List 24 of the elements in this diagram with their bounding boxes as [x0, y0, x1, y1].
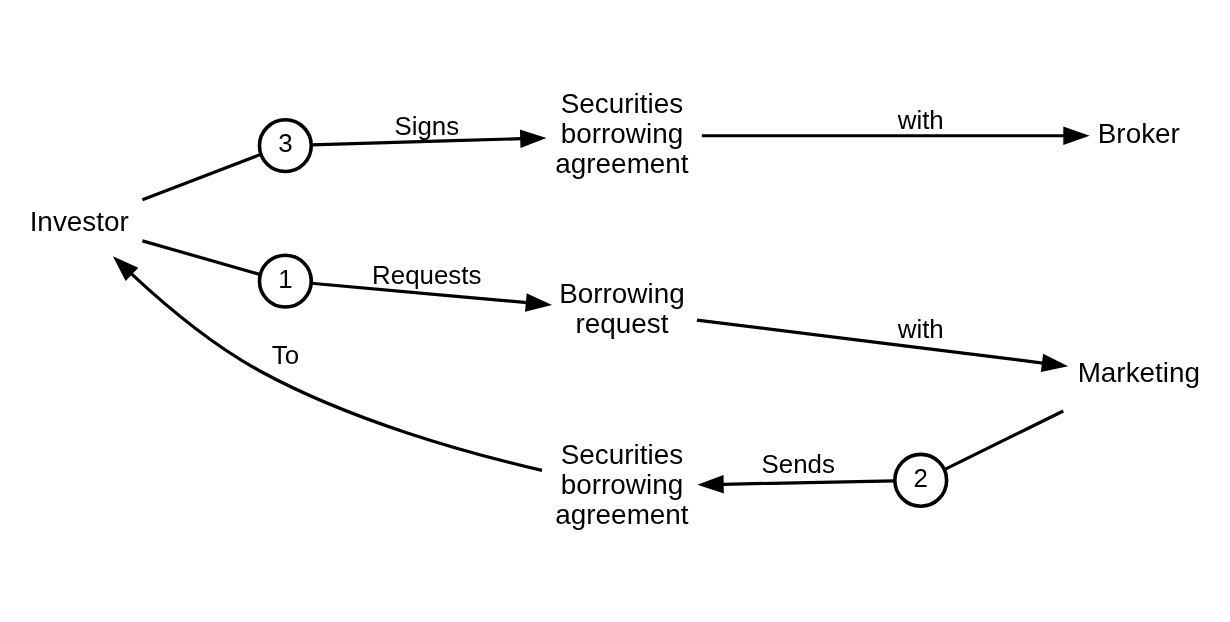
arrow [696, 318, 1069, 373]
node-circle: 3 [257, 118, 314, 174]
node-text: Marketing [1077, 357, 1201, 389]
arrow [112, 256, 543, 472]
node-circle: 2 [893, 452, 949, 508]
edge-label: with [897, 314, 944, 343]
node-text: Investor [29, 205, 129, 237]
connector [141, 152, 262, 202]
arrow [311, 129, 547, 148]
node-text: Securities borrowing agreement [555, 88, 689, 179]
edge-label: Signs [394, 111, 460, 140]
node-text: Borrowing request [559, 278, 685, 340]
arrow [701, 126, 1090, 145]
node-circle: 1 [257, 253, 314, 309]
edge-label: To [271, 340, 300, 369]
node-text: Broker [1097, 118, 1180, 150]
edge-label: Requests [372, 260, 482, 289]
connector [141, 239, 261, 277]
arrow [311, 281, 553, 312]
connector [944, 409, 1064, 471]
edge-label: Sends [761, 450, 835, 479]
arrow [697, 475, 895, 494]
edge-label: with [897, 105, 944, 134]
node-text: Securities borrowing agreement [555, 438, 689, 530]
